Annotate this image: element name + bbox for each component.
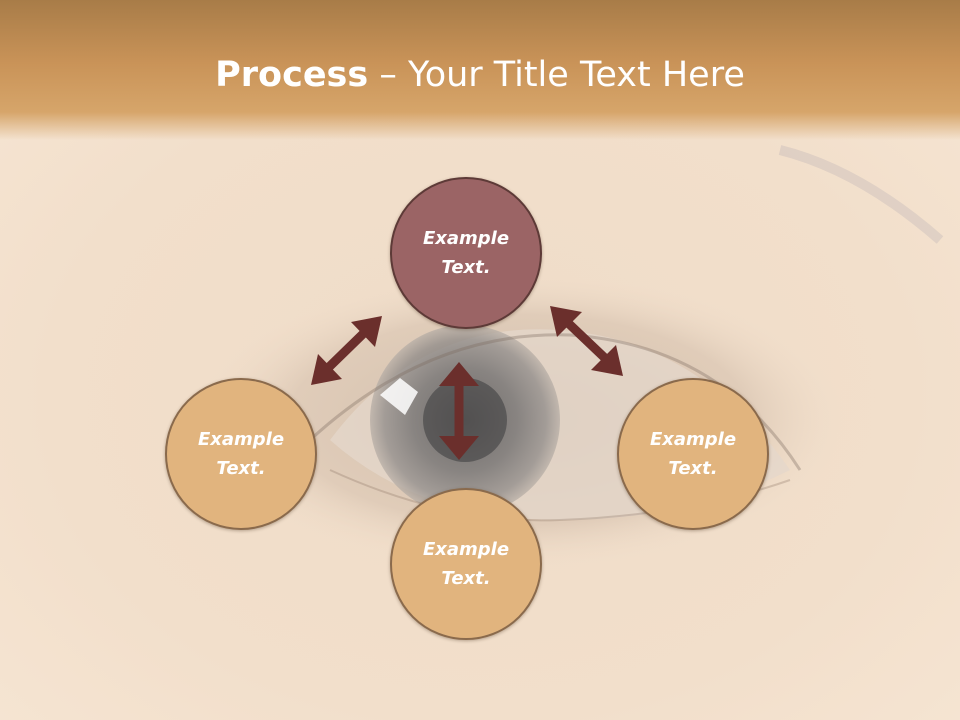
title-strong: Process bbox=[215, 55, 369, 95]
node-left: Example Text. bbox=[165, 378, 317, 530]
node-top: Example Text. bbox=[390, 177, 542, 329]
node-right: Example Text. bbox=[617, 378, 769, 530]
arrow-top-right bbox=[550, 306, 623, 376]
title-band bbox=[0, 0, 960, 140]
node-bottom-label: Example Text. bbox=[422, 539, 510, 589]
node-left-label: Example Text. bbox=[197, 429, 285, 479]
node-right-label: Example Text. bbox=[649, 429, 737, 479]
arrow-vertical bbox=[439, 362, 479, 460]
node-bottom: Example Text. bbox=[390, 488, 542, 640]
node-top-label: Example Text. bbox=[422, 228, 510, 278]
title-rest: – Your Title Text Here bbox=[368, 55, 745, 95]
slide-title: Process – Your Title Text Here bbox=[0, 52, 960, 98]
arrow-top-left bbox=[311, 316, 382, 385]
